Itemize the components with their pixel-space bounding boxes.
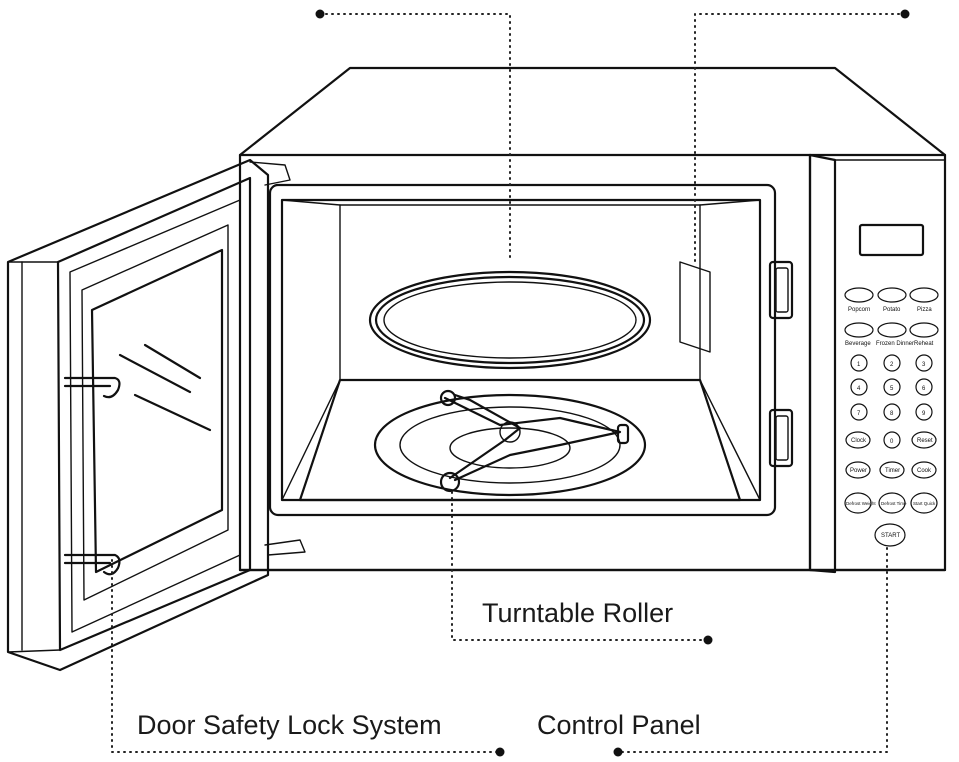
turntable-roller-leader-dot [703, 635, 713, 645]
glass-tray-leader [319, 13, 511, 263]
frozen-dinner-key[interactable] [877, 322, 907, 338]
number-key-6-label: 6 [922, 386, 926, 392]
number-key-0-label: 0 [890, 439, 894, 445]
number-key-3[interactable] [915, 354, 933, 372]
oven-cavity [268, 183, 777, 517]
start-stop-key[interactable] [874, 523, 906, 547]
pizza-key[interactable] [909, 287, 939, 303]
control-panel-keys: Popcorn Potato Pizza Beverage Frozen Din… [844, 287, 939, 547]
number-key-9-label: 9 [922, 411, 926, 417]
glass-tray [368, 270, 652, 370]
defrost-weight-key-label: Defrost Weight [846, 501, 876, 506]
number-key-6[interactable] [915, 378, 933, 396]
waveguide-leader-dot [900, 9, 910, 19]
number-key-5-label: 5 [890, 386, 894, 392]
door-safety-lock-label: Door Safety Lock System [137, 710, 442, 740]
number-key-2-label: 2 [890, 362, 894, 368]
leader-lines [111, 9, 910, 757]
potato-key-label: Potato [883, 307, 901, 313]
turntable-roller-leader [451, 491, 709, 641]
waveguide-leader [694, 13, 906, 266]
number-key-7-label: 7 [857, 411, 861, 417]
start-key-label: Start Quick [913, 501, 936, 506]
microwave-door [6, 158, 306, 672]
reheat-key-label: Reheat [914, 341, 934, 347]
control-panel-display [858, 223, 925, 257]
power-key-label: Power [850, 468, 867, 474]
defrost-weight-key[interactable] [844, 492, 872, 514]
popcorn-key-label: Popcorn [848, 307, 870, 313]
cook-key-label: Cook [917, 468, 932, 474]
reset-key[interactable] [911, 431, 937, 449]
number-key-9[interactable] [915, 403, 933, 421]
number-key-7[interactable] [850, 403, 868, 421]
timer-key-label: Timer [885, 468, 900, 474]
number-key-3-label: 3 [922, 362, 926, 368]
number-key-4-label: 4 [857, 386, 861, 392]
number-key-0[interactable] [883, 431, 901, 449]
number-key-2[interactable] [883, 354, 901, 372]
control-panel-leader [617, 547, 888, 753]
glass-tray-leader-dot [315, 9, 325, 19]
clock-key[interactable] [845, 431, 871, 449]
defrost-time-key[interactable] [878, 492, 906, 514]
number-key-1[interactable] [850, 354, 868, 372]
door-latch-slots [768, 260, 794, 468]
cook-key[interactable] [911, 461, 937, 479]
turntable-roller-label: Turntable Roller [482, 598, 673, 628]
beverage-key-label: Beverage [845, 341, 871, 347]
number-key-8-label: 8 [890, 411, 894, 417]
control-panel-label: Control Panel [537, 710, 701, 740]
start-stop-key-label: START [881, 533, 900, 539]
start-key[interactable] [910, 492, 938, 514]
potato-key[interactable] [877, 287, 907, 303]
number-key-8[interactable] [883, 403, 901, 421]
timer-key[interactable] [879, 461, 905, 479]
popcorn-key[interactable] [844, 287, 874, 303]
power-key[interactable] [845, 461, 871, 479]
reset-key-label: Reset [917, 438, 933, 444]
frozen-dinner-key-label: Frozen Dinner [876, 341, 914, 347]
number-key-5[interactable] [883, 378, 901, 396]
defrost-time-key-label: Defrost Time [881, 501, 907, 506]
pizza-key-label: Pizza [917, 307, 932, 313]
door-safety-lock-leader [111, 559, 501, 753]
microwave-cabinet [238, 66, 947, 574]
clock-key-label: Clock [851, 438, 867, 444]
turntable-roller-ring [373, 389, 647, 497]
number-key-1-label: 1 [857, 362, 861, 368]
beverage-key[interactable] [844, 322, 874, 338]
door-safety-lock-leader-dot [495, 747, 505, 757]
control-panel-leader-dot [613, 747, 623, 757]
number-key-4[interactable] [850, 378, 868, 396]
reheat-key[interactable] [909, 322, 939, 338]
